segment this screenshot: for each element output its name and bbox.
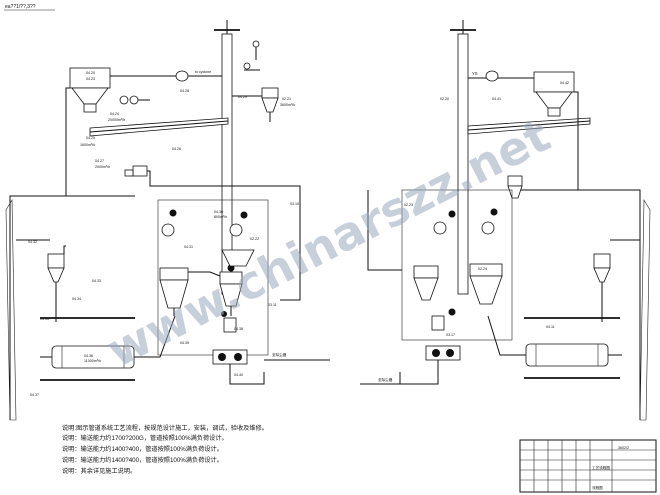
tag-label-coal: to cyclone xyxy=(195,70,211,74)
flow-label-5: 800m³/h xyxy=(214,215,227,219)
tag-04-33: 04.33 xyxy=(92,279,101,283)
tag-04-28: 04.28 xyxy=(180,89,189,93)
tag-04-32: 04.32 xyxy=(28,240,37,244)
out-label-right: 至除尘器 xyxy=(378,377,393,382)
note-line-1: 说明:图示管道系统工艺流程，按规范设计施工，安装，调试，验收及维修。 xyxy=(62,424,268,432)
title-block: 3602/2 工艺流程图 流程图 xyxy=(519,439,657,493)
left-top-cyclone xyxy=(261,87,279,122)
tag-04-30: 04.30 xyxy=(214,210,223,214)
tag-04-11: 04.11 xyxy=(546,325,555,329)
tag-04-39: 04.39 xyxy=(180,341,189,345)
watermark-text: www.chinarszz.net xyxy=(98,108,558,378)
note-line-3: 说明：输送能力约1400?400，管道按照100%满负荷设计。 xyxy=(62,445,223,453)
tag-04-25: 04.25 xyxy=(86,136,95,140)
tag-04-20: 04.20 xyxy=(86,71,95,75)
tag-04-41: 04.41 xyxy=(492,97,501,101)
left-top-hopper xyxy=(69,67,111,113)
right-plant: YS xyxy=(360,20,651,421)
flow-label-2: 1600m³/h xyxy=(80,143,95,147)
tag-03-11: 03.11 xyxy=(268,303,277,307)
tag-04-27: 04.27 xyxy=(95,159,104,163)
tag-04-40: 04.40 xyxy=(234,373,243,377)
tag-03-10: 03.10 xyxy=(290,202,299,206)
right-dryer-drum xyxy=(525,343,622,367)
right-output-boxes xyxy=(425,315,461,361)
tag-04-36: 04.36 xyxy=(84,354,93,358)
right-top-cyclone xyxy=(507,175,523,199)
tag-label-ys: YS xyxy=(472,71,478,76)
tag-04-29: 04.29 xyxy=(238,95,247,99)
tag-02-21: 02.21 xyxy=(282,97,291,101)
tag-04-26: 04.26 xyxy=(172,147,181,151)
left-feeder xyxy=(124,165,148,177)
left-side-cyclone xyxy=(47,253,65,322)
right-top-hopper xyxy=(533,71,575,117)
tag-04-34: 04.34 xyxy=(72,297,81,301)
tag-04-38: 04.38 xyxy=(234,327,243,331)
flow-label-4: 3600m³/h xyxy=(280,103,295,107)
note-line-5: 说明：其余详见施工说明。 xyxy=(62,467,136,475)
left-instruments-top xyxy=(119,40,260,105)
title-row-2: 工艺流程图 xyxy=(592,465,610,470)
notes-block: 说明:图示管道系统工艺流程，按规范设计施工，安装，调试，验收及维修。 说明：输送… xyxy=(62,424,268,475)
flow-label-1: 20000m³/h xyxy=(108,118,125,122)
tag-02-22: 02.22 xyxy=(250,237,259,241)
left-output-boxes xyxy=(212,311,248,365)
left-plant: to cyclone xyxy=(5,20,330,421)
right-side-cyclone xyxy=(593,253,611,322)
flow-label-6: 11000m³/h xyxy=(84,359,101,363)
out-label-left: 至除尘器 xyxy=(272,352,287,357)
title-row-3: 流程图 xyxy=(592,485,603,490)
right-tank xyxy=(485,70,499,82)
tag-04-35: 04.35 xyxy=(40,317,49,321)
tag-04-31: 04.31 xyxy=(184,245,193,249)
right-cyclone-pair xyxy=(413,263,503,316)
tag-02-20: 02.20 xyxy=(440,97,449,101)
tag-02-23: 02.23 xyxy=(404,203,413,207)
right-incline-conveyor xyxy=(467,117,591,135)
tag-03-17: 03.17 xyxy=(446,333,455,337)
tag-04-24: 04.24 xyxy=(110,112,119,116)
tag-04-42: 04.42 xyxy=(560,81,569,85)
flow-label-3: 2000m³/h xyxy=(95,165,110,169)
tag-02-24: 02.24 xyxy=(478,267,487,271)
note-line-2: 说明：输送能力约1700?200G，管道按照100%满负荷设计。 xyxy=(62,434,228,442)
title-ref: 3602/2 xyxy=(618,446,629,450)
left-tank xyxy=(175,70,189,82)
note-line-4: 说明：输送能力约1400?400，管道按照100%满负荷设计。 xyxy=(62,456,223,464)
tag-04-37: 04.37 xyxy=(30,393,39,397)
left-incline-conveyor xyxy=(89,117,229,137)
left-cyclone-pair xyxy=(159,264,243,316)
drawing-code: ea??1/??,3?? xyxy=(5,4,36,10)
left-fan-1 xyxy=(161,223,175,237)
right-process-frame xyxy=(401,189,513,341)
tag-04-23: 04.23 xyxy=(86,77,95,81)
